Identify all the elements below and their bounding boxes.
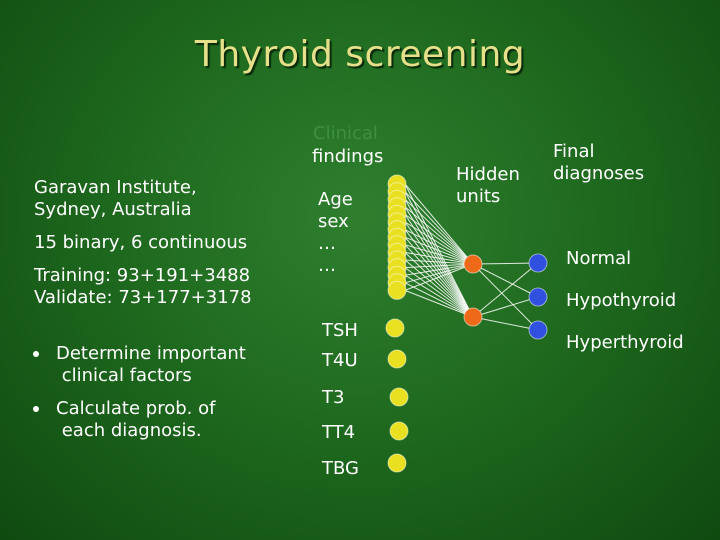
input-to-hidden-connection	[404, 198, 474, 265]
input-to-hidden-connection	[404, 289, 474, 318]
input-to-hidden-connection	[404, 259, 474, 318]
input-to-hidden-connection	[404, 229, 474, 265]
input-to-hidden-connection	[404, 251, 474, 265]
output-diagnosis-node	[528, 253, 548, 273]
slide-title: Thyroid screening	[194, 34, 526, 75]
input-label-t3: T3	[322, 387, 345, 408]
input-to-hidden-connection	[404, 263, 474, 276]
data-source-text: Garavan Institute, Sydney, Australia	[34, 177, 197, 220]
input-to-hidden-connection	[404, 191, 474, 265]
input-to-hidden-connection	[404, 236, 474, 265]
bullet-item-factors: Determine important clinical factors	[56, 343, 246, 386]
hidden-to-output-connection	[472, 262, 539, 265]
data-split-text: Training: 93+191+3488 Validate: 73+177+3…	[34, 265, 252, 308]
input-to-hidden-connection	[404, 263, 474, 269]
bullet-item-probabilities: Calculate prob. of each diagnosis.	[56, 398, 216, 441]
input-label-tsh: TSH	[322, 320, 358, 341]
input-to-hidden-connection	[404, 274, 474, 318]
input-to-hidden-connection	[404, 206, 474, 265]
input-to-hidden-connection	[404, 244, 474, 265]
continuous-input-node	[389, 387, 409, 407]
continuous-input-node	[387, 349, 407, 369]
input-to-hidden-connection	[404, 259, 474, 265]
input-label-tbg: TBG	[322, 458, 359, 479]
output-diagnosis-node	[528, 287, 548, 307]
output-label-normal: Normal	[566, 248, 632, 269]
input-to-hidden-connection	[404, 252, 474, 318]
output-label-hypothyroid: Hypothyroid	[566, 290, 677, 311]
input-to-hidden-connection	[404, 263, 474, 284]
continuous-input-node	[385, 318, 405, 338]
inputs-header: findings	[312, 146, 384, 167]
input-to-hidden-connection	[404, 183, 474, 265]
input-to-hidden-connection	[404, 282, 474, 318]
input-to-hidden-connection	[404, 221, 474, 265]
input-to-hidden-connection	[404, 213, 474, 265]
feature-count-text: 15 binary, 6 continuous	[34, 232, 248, 253]
hidden-to-output-connection	[472, 262, 539, 318]
binary-input-node	[387, 280, 407, 300]
output-diagnosis-node	[528, 320, 548, 340]
bullet-dot-icon	[33, 351, 39, 357]
input-label-tt4: TT4	[322, 422, 356, 443]
hidden-unit-node	[463, 254, 483, 274]
hidden-to-output-connection	[472, 316, 539, 331]
hidden-units-header: Hidden units	[456, 164, 520, 207]
output-label-hyperthyroid: Hyperthyroid	[566, 332, 684, 353]
binary-input-labels: Age sex … …	[318, 189, 353, 276]
outputs-header: Final diagnoses	[553, 141, 645, 184]
inputs-header-faint: Clinical	[313, 123, 378, 144]
continuous-input-node	[387, 453, 407, 473]
hidden-to-output-connection	[472, 296, 539, 318]
hidden-unit-node	[463, 307, 483, 327]
input-to-hidden-connection	[404, 263, 474, 291]
hidden-to-output-connection	[472, 263, 539, 298]
continuous-input-node	[389, 421, 409, 441]
input-to-hidden-connection	[404, 244, 474, 318]
bullet-dot-icon	[33, 406, 39, 412]
hidden-to-output-connection	[472, 263, 539, 331]
input-to-hidden-connection	[404, 267, 474, 318]
input-label-t4u: T4U	[322, 350, 358, 371]
